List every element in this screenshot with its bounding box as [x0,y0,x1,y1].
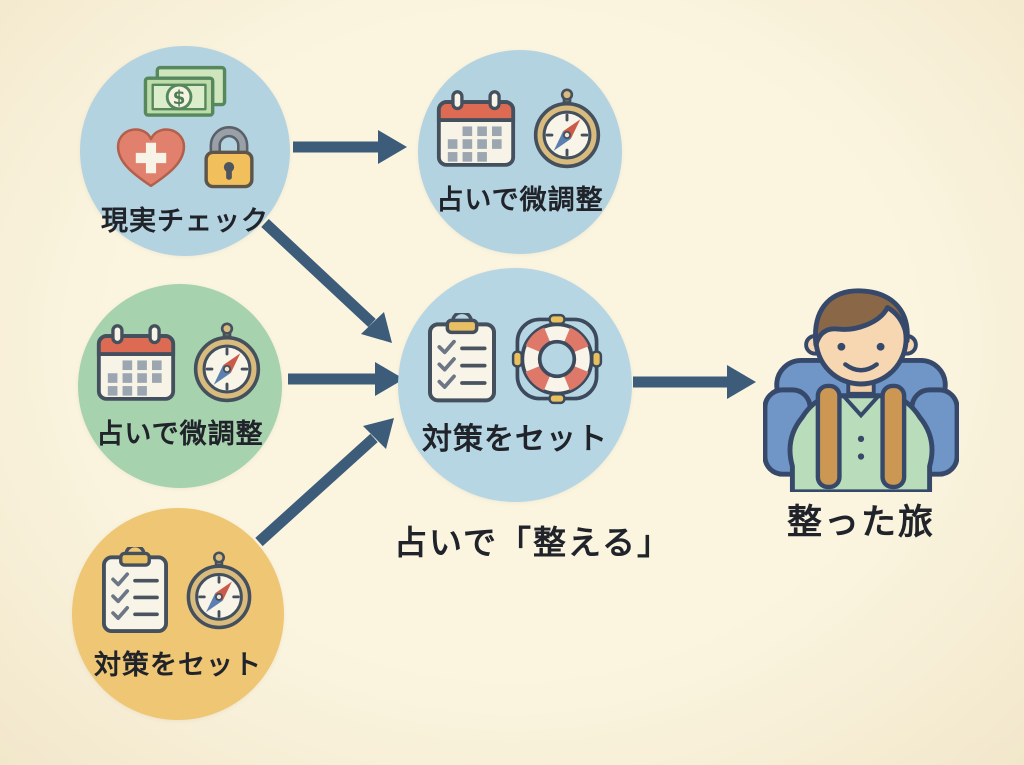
arrow-measures-bottom-to-center [255,418,394,547]
compass-icon [529,87,605,170]
node-fortune-adjust-left: 占いで微調整 [78,284,282,488]
padlock-icon [201,125,257,190]
node-set-measures-center: 対策をセット [398,268,632,502]
result-figure: 整った旅 [763,276,959,545]
checklist-clipboard-icon [426,313,498,405]
node-label-set-measures-center: 対策をセット [422,422,608,457]
node-label-fortune-adjust-top: 占いで微調整 [436,184,604,216]
lifebuoy-icon [510,312,604,406]
banknotes-icon: $ [141,65,229,123]
arrow-reality-to-finetune [293,130,407,164]
arrow-measures-to-traveler [633,365,756,399]
arrow-reality-to-measures [261,218,392,343]
node-label-fortune-adjust-left: 占いで微調整 [96,418,264,450]
process-caption: 占いで「整える」 [394,523,673,562]
traveler-icon [763,276,959,492]
calendar-icon [435,89,517,169]
calendar-icon [95,323,177,403]
node-fortune-adjust-top: 占いで微調整 [418,50,622,254]
result-label: 整った旅 [786,503,935,543]
compass-icon [189,321,265,404]
arrow-finetune-left-to-measures [288,362,404,396]
medical-heart-icon [113,125,189,191]
checklist-clipboard-icon [100,546,170,635]
node-label-set-measures-bottom: 対策をセット [94,649,262,681]
node-label-reality-check: 現実チェック [101,205,269,237]
compass-icon [182,550,256,631]
node-set-measures-bottom: 対策をセット [72,508,284,720]
node-reality-check: $ [80,46,290,256]
svg-text:$: $ [173,87,186,108]
